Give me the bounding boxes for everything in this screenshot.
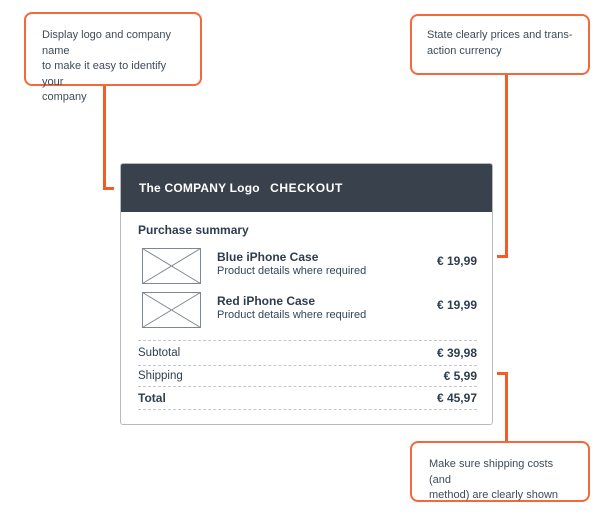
callout-logo-company: Display logo and company name to make it… — [24, 12, 202, 103]
connector-logo-horizontal — [103, 187, 114, 190]
company-logo-text: The COMPANY Logo — [139, 181, 260, 195]
callout-prices-currency: State clearly prices and trans- action c… — [410, 14, 590, 75]
item-price: € 19,99 — [436, 298, 477, 312]
callout-logo-text: Display logo and company name to make it… — [42, 29, 172, 103]
subtotal-row: Subtotal € 39,98 — [138, 341, 477, 365]
cart-item-row: Red iPhone Case Product details where re… — [142, 292, 477, 328]
item-name: Blue iPhone Case — [217, 250, 319, 264]
connector-shipping-vertical — [505, 372, 508, 441]
item-details: Product details where required — [217, 309, 367, 321]
connector-prices-horizontal — [497, 255, 508, 258]
checkout-card: The COMPANY Logo CHECKOUT Purchase summa… — [120, 163, 493, 425]
image-placeholder-icon — [142, 248, 201, 284]
checkout-body: Purchase summary Blue iPhone Case Produc… — [121, 223, 492, 410]
item-details: Product details where required — [217, 265, 367, 277]
shipping-label: Shipping — [138, 370, 183, 382]
totals-section: Subtotal € 39,98 Shipping € 5,99 Total €… — [138, 340, 477, 410]
subtotal-value: € 39,98 — [436, 346, 477, 360]
dashed-divider — [138, 409, 477, 410]
connector-shipping-horizontal — [497, 372, 508, 375]
checkout-page-title: CHECKOUT — [270, 181, 343, 195]
total-value: € 45,97 — [436, 391, 477, 405]
total-row: Total € 45,97 — [138, 387, 477, 409]
image-placeholder-icon — [142, 292, 201, 328]
dashed-divider — [138, 340, 477, 341]
connector-prices-vertical — [505, 75, 508, 258]
subtotal-label: Subtotal — [138, 347, 181, 359]
cart-item-row: Blue iPhone Case Product details where r… — [142, 248, 477, 284]
connector-logo-vertical — [103, 86, 106, 190]
callout-prices-text: State clearly prices and trans- action c… — [427, 29, 573, 57]
item-text-block: Blue iPhone Case Product details where r… — [217, 248, 366, 278]
item-price: € 19,99 — [436, 254, 477, 268]
callout-shipping-costs: Make sure shipping costs (and method) ar… — [410, 441, 590, 502]
item-name: Red iPhone Case — [217, 294, 316, 308]
dashed-divider — [138, 365, 477, 366]
item-text-block: Red iPhone Case Product details where re… — [217, 292, 366, 322]
checkout-header: The COMPANY Logo CHECKOUT — [121, 164, 492, 212]
dashed-divider — [138, 386, 477, 387]
shipping-row: Shipping € 5,99 — [138, 366, 477, 386]
purchase-summary-heading: Purchase summary — [138, 223, 249, 237]
total-label: Total — [138, 391, 166, 405]
callout-shipping-text: Make sure shipping costs (and method) ar… — [429, 458, 559, 501]
shipping-value: € 5,99 — [443, 369, 477, 383]
